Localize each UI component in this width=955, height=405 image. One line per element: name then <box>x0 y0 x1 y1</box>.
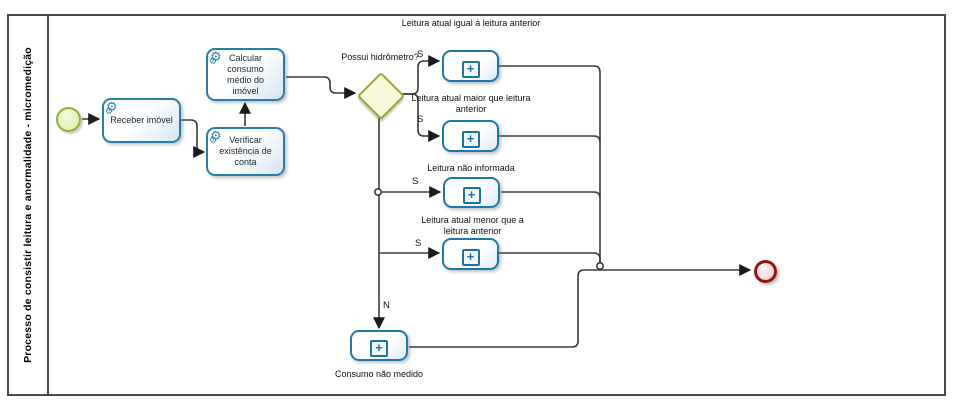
flow-gateway-to-maior <box>401 93 441 142</box>
task-label: Receber imóvel <box>110 115 173 125</box>
caption-leitura-maior: Leitura atual maior que leitura anterior <box>411 93 531 114</box>
branch-label-s-igual: S <box>417 49 424 60</box>
subprocess-expand-icon: + <box>370 340 388 357</box>
task-label: Verificar existência de conta <box>219 135 272 167</box>
service-task-gear-icon: ⚙ ⚙ <box>105 99 118 116</box>
task-label: Calcular consumo médio do imóvel <box>226 52 265 96</box>
flow-receber-to-verificar <box>181 119 206 158</box>
branch-label-s-menor: S <box>415 238 422 249</box>
caption-leitura-igual: Leitura atual igual à leitura anterior <box>401 18 541 28</box>
service-task-gear-icon: ⚙ ⚙ <box>209 128 222 145</box>
caption-leitura-menor: Leitura atual menor que a leitura anteri… <box>421 215 524 236</box>
flow-gateway-to-igual <box>401 55 441 95</box>
subprocess-leitura-nao-informada[interactable]: + <box>443 177 500 208</box>
subprocess-expand-icon: + <box>462 187 481 204</box>
subprocess-leitura-menor[interactable]: + <box>442 238 499 270</box>
caption-consumo-nao-medido: Consumo não medido <box>334 369 424 379</box>
subprocess-leitura-maior[interactable]: + <box>442 120 499 152</box>
pool-label-band: Processo de consistir leitura e anormali… <box>9 16 49 394</box>
subprocess-leitura-igual[interactable]: + <box>442 50 499 82</box>
end-event[interactable] <box>754 260 777 283</box>
branch-label-s-maior: S <box>417 114 424 125</box>
subprocess-expand-icon: + <box>461 61 480 78</box>
task-receber-imovel[interactable]: ⚙ ⚙ Receber imóvel <box>102 98 181 143</box>
branch-label-s-nao-informada: S <box>412 176 419 187</box>
subprocess-expand-icon: + <box>461 131 480 148</box>
flow-igual-out <box>499 65 601 263</box>
gateway-label: Possui hidrômetro? <box>341 52 419 62</box>
line-bridge-hop-left <box>373 188 382 197</box>
flow-menor-out <box>499 252 601 263</box>
branch-label-n: N <box>383 300 390 311</box>
subprocess-expand-icon: + <box>461 249 480 266</box>
flow-maior-out <box>499 135 601 143</box>
line-bridge-hop-merge <box>595 261 604 270</box>
flow-consumo-to-end <box>409 264 752 348</box>
task-calcular-consumo-medio[interactable]: ⚙ ⚙ Calcular consumo médio do imóvel <box>206 48 285 101</box>
subprocess-consumo-nao-medido[interactable]: + <box>350 330 408 361</box>
flow-nao-informada-out <box>501 191 601 199</box>
task-verificar-existencia-conta[interactable]: ⚙ ⚙ Verificar existência de conta <box>206 127 285 176</box>
caption-leitura-nao-informada: Leitura não informada <box>427 163 515 173</box>
start-event[interactable] <box>56 107 81 132</box>
flow-calcular-to-gateway <box>286 76 357 99</box>
service-task-gear-icon: ⚙ ⚙ <box>209 49 222 66</box>
